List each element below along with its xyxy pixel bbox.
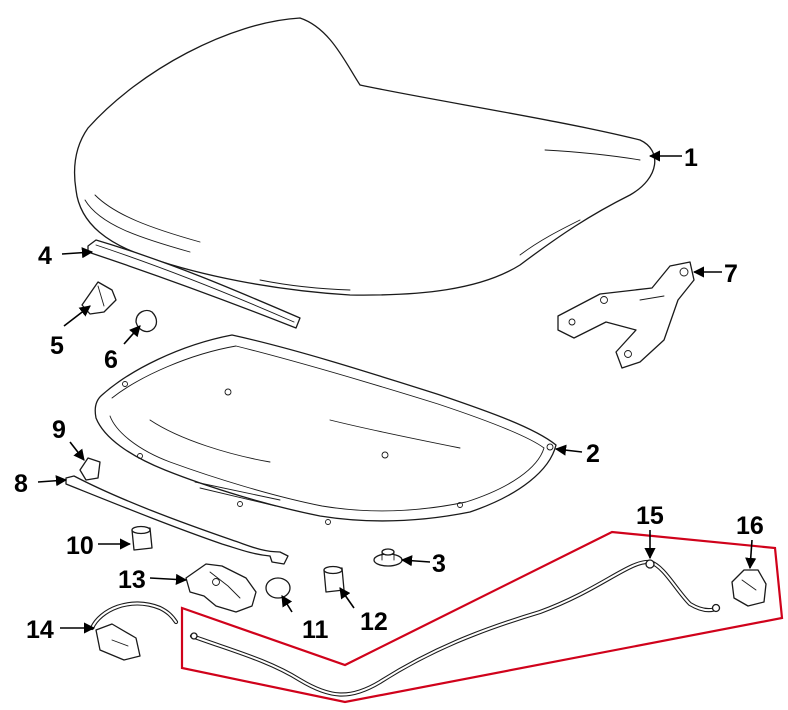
callout-9: 9 [52,416,66,444]
callout-5: 5 [50,332,64,360]
callout-2: 2 [586,440,600,468]
leader-lines [37,150,757,634]
hood-panel [73,17,656,296]
highlight-region [180,530,784,704]
bumper-part-10 [131,525,153,551]
hood-latch [185,563,257,613]
callout-labels: 1 2 3 4 5 6 7 8 9 10 11 12 13 14 15 16 [14,144,764,644]
callout-11: 11 [302,616,329,644]
callout-13: 13 [118,566,146,594]
bumper-stop-part-6 [135,309,158,333]
cap-part-11 [265,577,291,599]
callout-3: 3 [432,550,446,578]
callout-6: 6 [104,346,118,374]
callout-7: 7 [724,260,738,288]
release-cable [189,559,721,697]
prop-rod [65,475,289,565]
hood-hinge [557,261,695,369]
release-handle [89,601,179,661]
callout-16: 16 [736,512,764,540]
callout-12: 12 [360,608,388,636]
callout-1: 1 [684,144,698,172]
clip-part-9 [79,457,101,481]
callout-15: 15 [636,502,664,530]
callout-14: 14 [26,616,54,644]
bumper-part-3 [373,548,403,567]
callout-8: 8 [14,470,28,498]
callout-10: 10 [66,532,94,560]
callout-4: 4 [38,242,52,270]
hood-seal-strip [87,239,301,329]
hood-insulator-pad [94,334,557,525]
release-lever [731,569,767,607]
